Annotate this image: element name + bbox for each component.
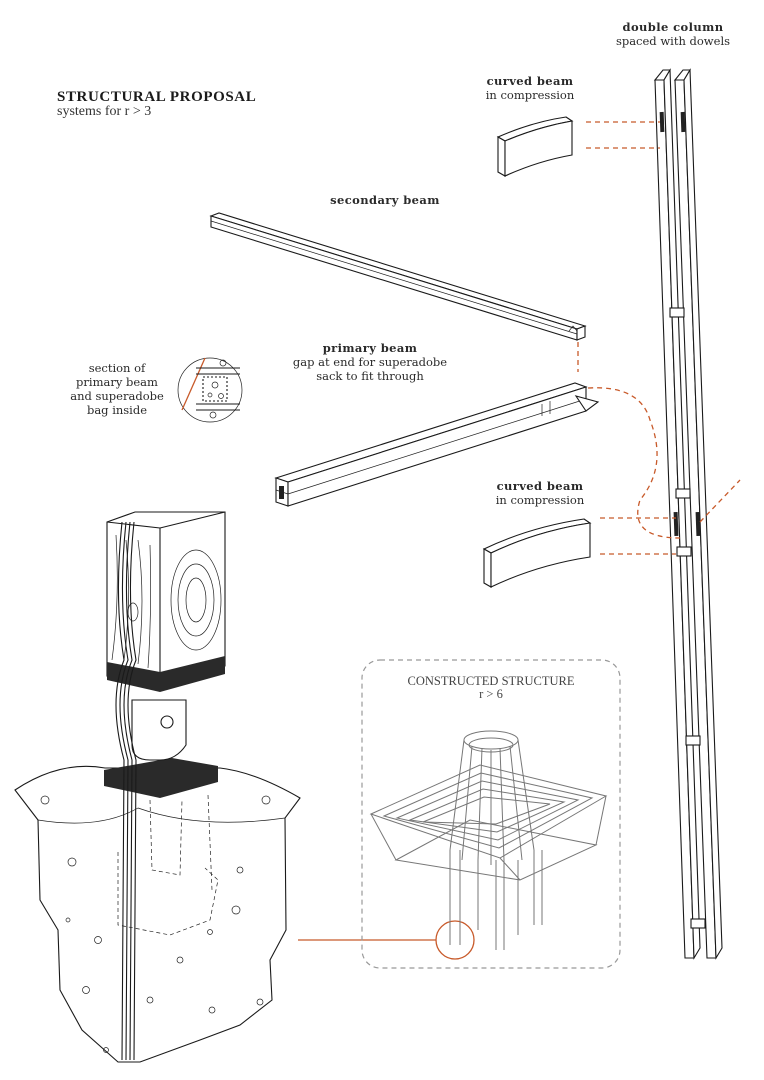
section-detail: [177, 357, 243, 423]
constructed-structure-frame: [361, 659, 621, 969]
label-curved-beam-bottom: curved beam in compression: [480, 479, 600, 507]
primary-beam: [274, 382, 600, 507]
double-column: [653, 68, 723, 960]
label-curved-beam-top-heading: curved beam: [486, 74, 574, 88]
label-section-line-1: section of: [88, 361, 146, 375]
label-double-column-heading: double column: [622, 20, 724, 34]
label-section: section of primary beam and superadobe b…: [62, 361, 172, 417]
label-section-line-4: bag inside: [86, 403, 148, 417]
label-primary-beam-heading: primary beam: [322, 341, 418, 355]
constructed-structure-title: CONSTRUCTED STRUCTURE r > 6: [362, 675, 620, 701]
constructed-structure-heading: CONSTRUCTED STRUCTURE: [407, 674, 575, 688]
label-section-line-3: and superadobe: [70, 389, 164, 403]
curved-beam-bottom: [482, 518, 592, 588]
label-curved-beam-bottom-heading: curved beam: [496, 479, 584, 493]
label-secondary-beam-heading: secondary beam: [330, 193, 440, 207]
label-double-column-detail: spaced with dowels: [615, 34, 731, 48]
diagram-subtitle: systems for r > 3: [57, 104, 152, 119]
label-secondary-beam: secondary beam: [310, 193, 460, 207]
constructed-structure-model: [369, 730, 608, 950]
label-primary-beam-detail-1: gap at end for superadobe: [292, 355, 448, 369]
label-curved-beam-top: curved beam in compression: [470, 74, 590, 102]
curved-beam-top: [496, 116, 574, 177]
label-curved-beam-top-detail: in compression: [485, 88, 575, 102]
label-section-line-2: primary beam: [76, 375, 158, 389]
label-double-column: double column spaced with dowels: [600, 20, 746, 48]
constructed-structure-subtitle: r > 6: [479, 687, 503, 701]
diagram-title: STRUCTURAL PROPOSAL: [57, 89, 257, 105]
secondary-beam: [209, 212, 587, 341]
post-footing-detail: [14, 511, 301, 1063]
label-primary-beam: primary beam gap at end for superadobe s…: [285, 341, 455, 383]
label-primary-beam-detail-2: sack to fit through: [316, 369, 424, 383]
connector-lines: [298, 121, 741, 960]
label-curved-beam-bottom-detail: in compression: [495, 493, 585, 507]
